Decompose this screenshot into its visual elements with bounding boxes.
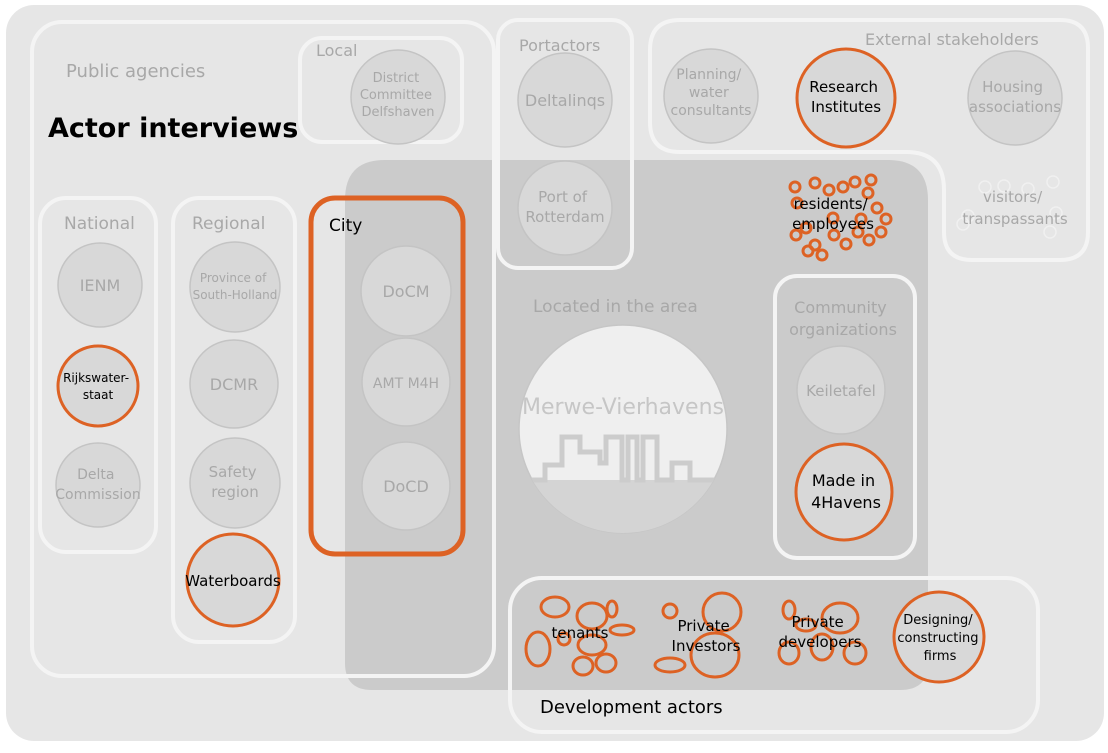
node-delta-commission: Delta Commission xyxy=(55,442,141,528)
node-housing-label: Housing associations xyxy=(969,78,1061,116)
node-amt-m4h: AMT M4H xyxy=(361,337,451,427)
node-developers-label: Private developers xyxy=(779,613,862,651)
node-visitors-label: visitors/ transpassants xyxy=(962,188,1067,228)
node-waterboards: Waterboards xyxy=(185,532,281,628)
node-dcmr-label: DCMR xyxy=(210,375,258,394)
city-group xyxy=(308,195,466,557)
community-group xyxy=(773,274,917,560)
node-deltalinqs-label: Deltalinqs xyxy=(525,91,605,110)
node-province-south-holland: Province of South-Holland xyxy=(189,241,281,333)
node-planning-water-consultants: Planning/ water consultants xyxy=(663,48,759,144)
node-amt-label: AMT M4H xyxy=(373,376,439,392)
development-actors-group xyxy=(508,576,1040,734)
node-waterboards-label: Waterboards xyxy=(185,572,281,590)
community-label: Community organizations xyxy=(789,298,897,339)
node-port-label: Port of Rotterdam xyxy=(525,188,604,226)
node-research-label: Research Institutes xyxy=(809,78,883,116)
located-area-label: Located in the area xyxy=(533,297,698,317)
node-research-institutes: Research Institutes xyxy=(795,47,897,149)
node-docm-label: DoCM xyxy=(382,282,429,301)
national-group xyxy=(38,196,158,554)
node-docd: DoCD xyxy=(361,441,451,531)
public-agencies-label: Public agencies xyxy=(66,61,205,82)
node-investors-label: Private Investors xyxy=(672,617,741,655)
portactors-label: Portactors xyxy=(519,36,600,55)
node-visitors-transpassants: visitors/ transpassants xyxy=(956,175,1068,239)
node-private-investors: Private Investors xyxy=(653,591,743,679)
national-label: National xyxy=(64,214,135,234)
city-label: City xyxy=(329,216,362,236)
development-actors-label: Development actors xyxy=(540,697,723,718)
node-rijkswaterstaat-label: Rijkswater- staat xyxy=(63,371,133,402)
external-stakeholders-group xyxy=(648,18,1090,262)
node-safety-label: Safety region xyxy=(209,463,262,501)
node-merwe-label: Merwe-Vierhavens xyxy=(522,395,724,420)
node-designing-label: Designing/ constructing firms xyxy=(897,613,982,664)
node-made-label: Made in 4Havens xyxy=(811,471,881,512)
node-deltalinqs: Deltalinqs xyxy=(517,52,613,148)
node-dcmr: DCMR xyxy=(189,339,279,429)
regional-label: Regional xyxy=(192,214,265,234)
node-planning-label: Planning/ water consultants xyxy=(671,67,752,119)
local-group xyxy=(298,36,464,144)
node-district-committee: District Committee Delfshaven xyxy=(350,49,446,145)
node-keiletafel: Keiletafel xyxy=(796,345,886,435)
node-delta-label: Delta Commission xyxy=(55,467,140,503)
portactors-group xyxy=(496,18,634,270)
node-province-label: Province of South-Holland xyxy=(193,271,278,302)
node-district-label: District Committee Delfshaven xyxy=(360,71,436,120)
node-port-of-rotterdam: Port of Rotterdam xyxy=(517,160,613,256)
node-docd-label: DoCD xyxy=(383,477,429,496)
public-agencies-group xyxy=(30,20,496,678)
node-residents-label: residents/ employees xyxy=(792,195,874,233)
node-tenants-label: tenants xyxy=(551,624,608,642)
node-merwe-vierhavens: Merwe-Vierhavens xyxy=(518,324,728,534)
node-private-developers: Private developers xyxy=(777,599,868,666)
node-docm: DoCM xyxy=(360,245,452,337)
node-designing-constructing-firms: Designing/ constructing firms xyxy=(892,590,986,684)
external-stakeholders-label: External stakeholders xyxy=(865,30,1039,49)
node-tenants: tenants xyxy=(524,595,636,677)
node-rijkswaterstaat: Rijkswater- staat xyxy=(56,344,140,428)
local-label: Local xyxy=(316,41,357,60)
node-ienm: IENM xyxy=(57,242,143,328)
node-safety-region: Safety region xyxy=(189,437,281,529)
node-ienm-label: IENM xyxy=(80,276,121,295)
node-keiletafel-label: Keiletafel xyxy=(806,382,876,400)
node-residents-employees: residents/ employees xyxy=(788,173,893,262)
diagram-title: Actor interviews xyxy=(48,113,298,144)
regional-group xyxy=(171,196,297,644)
node-made-in-4havens: Made in 4Havens xyxy=(794,442,894,542)
node-housing-associations: Housing associations xyxy=(967,50,1063,146)
